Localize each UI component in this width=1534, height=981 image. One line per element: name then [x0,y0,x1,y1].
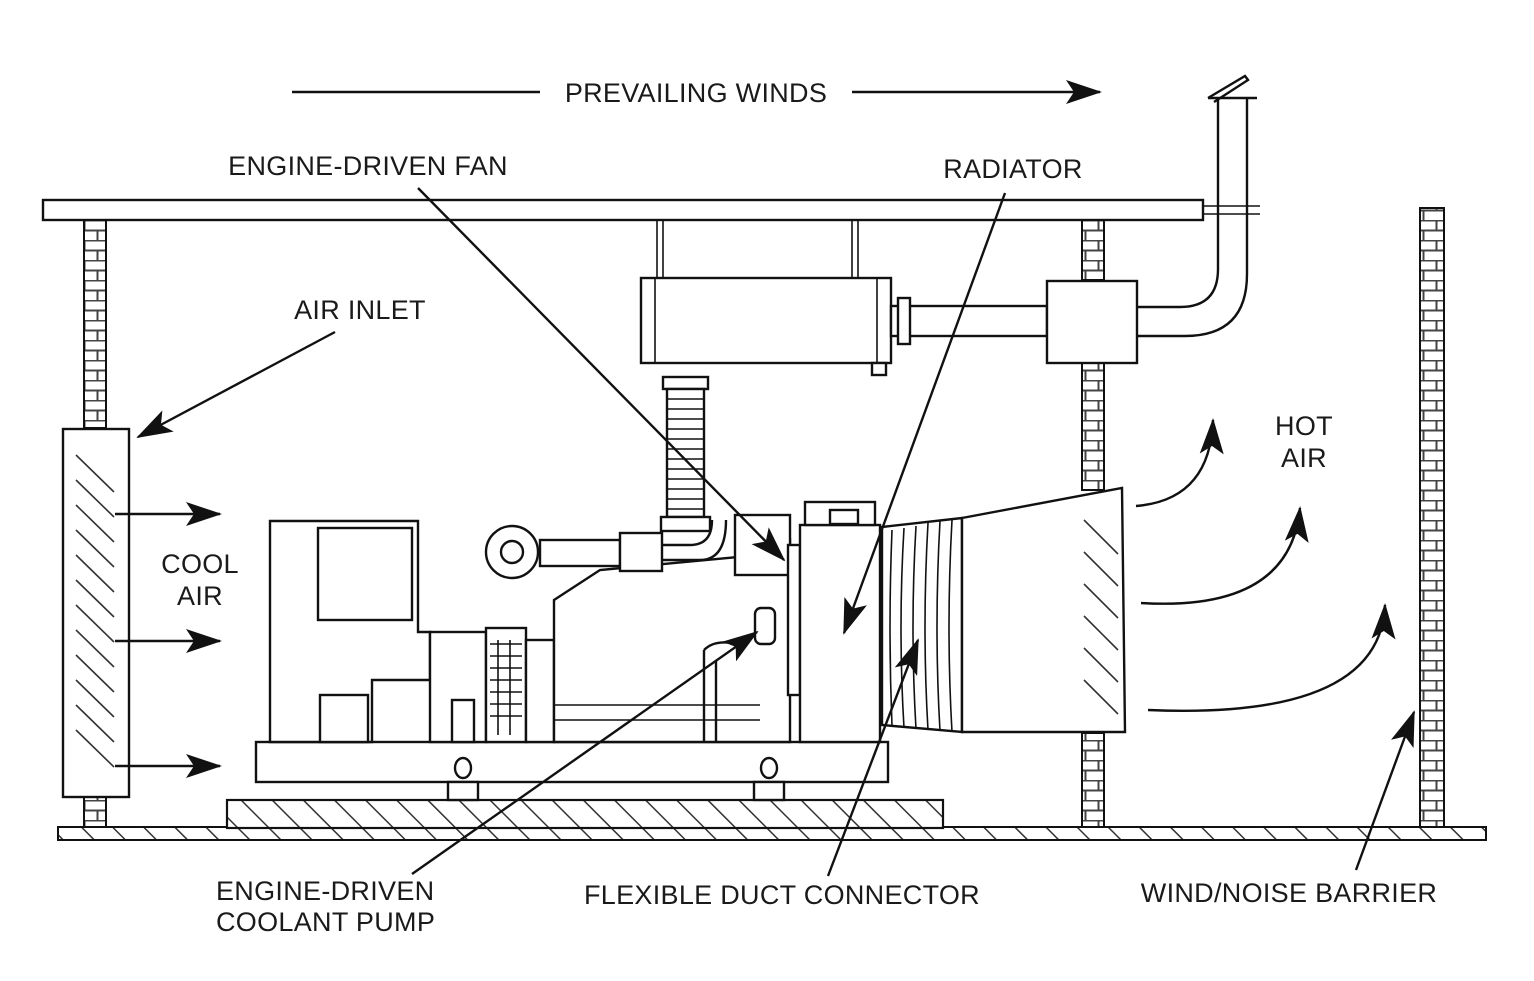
enclosure-roof [41,198,1205,222]
vibration-isolator [446,756,480,802]
cool-air-arrows [115,502,222,778]
coolant-pump-label-line1: ENGINE-DRIVEN [216,876,434,906]
wind-noise-barrier-wall [1419,207,1445,828]
leader-lines [136,187,1416,877]
coolant-pump-label-line2: COOLANT PUMP [216,907,435,937]
wind-noise-barrier-label: WIND/NOISE BARRIER [1141,878,1437,908]
left-brick-wall-lower [83,796,107,828]
engine-driven-fan [786,543,802,697]
right-brick-wall-lower [1081,732,1105,828]
prevailing-winds-label: PREVAILING WINDS [565,78,827,108]
cool-air-label-line1: COOL [161,549,239,579]
vibration-isolator [752,756,786,802]
concrete-pad [225,798,945,830]
flexible-duct-connector [880,516,964,734]
generator-set [254,500,890,802]
air-inlet-label: AIR INLET [294,295,426,325]
flexible-duct-connector-label: FLEXIBLE DUCT CONNECTOR [584,880,980,910]
wall-thimble [1045,279,1139,365]
engine-driven-fan-label: ENGINE-DRIVEN FAN [228,151,508,181]
radiator-discharge-duct [960,486,1127,734]
air-inlet-louver [61,427,131,799]
radiator-label: RADIATOR [943,154,1082,184]
hot-air-label-line1: HOT [1275,411,1333,441]
radiator-core [798,523,882,744]
exhaust-system [639,74,1260,533]
exhaust-muffler [639,276,893,365]
right-brick-wall-middle [1081,361,1105,491]
hot-air-arrows [1135,418,1396,712]
labels: PREVAILING WINDS ENGINE-DRIVEN FAN RADIA… [161,78,1437,937]
cool-air-label-line2: AIR [177,581,223,611]
right-brick-wall-upper [1081,219,1105,281]
left-brick-wall [83,219,107,429]
hot-air-label-line2: AIR [1281,443,1327,473]
